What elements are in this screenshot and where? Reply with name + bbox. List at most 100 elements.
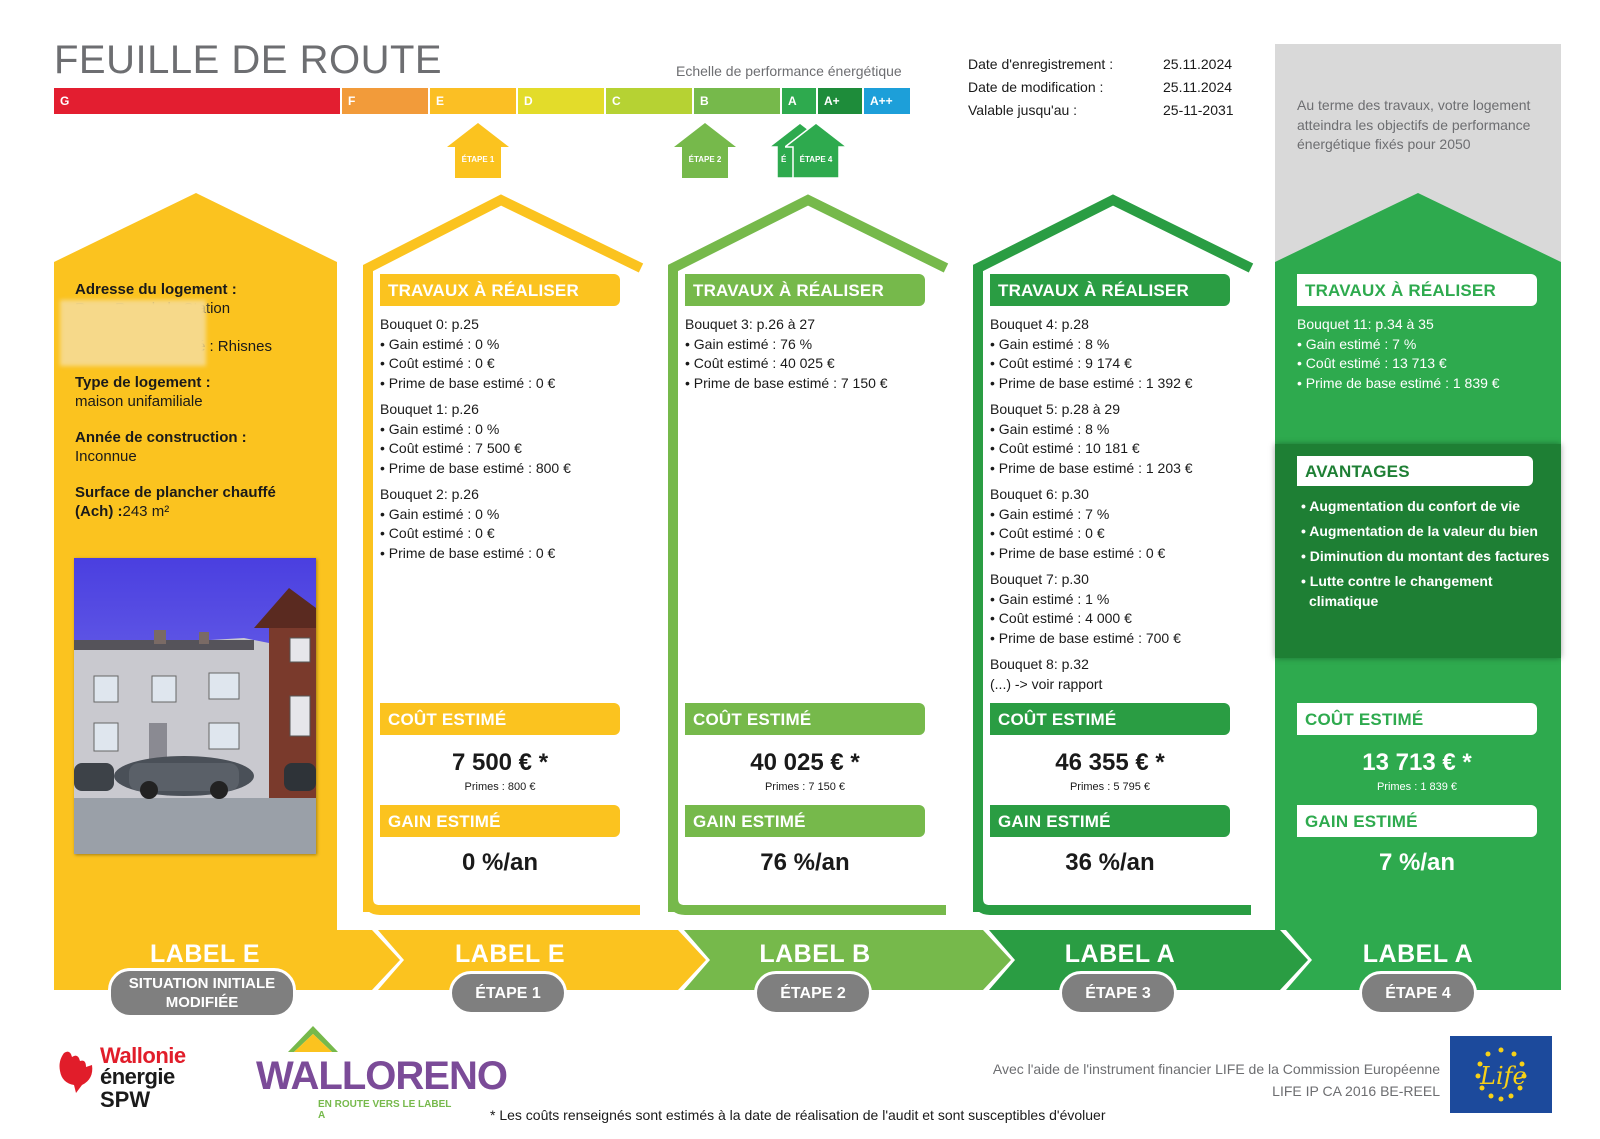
avantage-item: • Augmentation du confort de vie [1301, 498, 1521, 514]
etape-3-gain-value: 36 %/an [1065, 849, 1155, 876]
etape-4-primes: Primes : 1 839 € [1376, 781, 1458, 793]
etape-3-panel: TRAVAUX À RÉALISER Bouquet 4: p.28 • Gai… [990, 274, 1230, 701]
etape-4-cost-banner: COÛT ESTIMÉ [1297, 703, 1537, 735]
label-situation: LABEL E [150, 940, 260, 968]
scale-segment-b: B [694, 88, 782, 114]
bouquet-7: Bouquet 7: p.30 • Gain estimé : 1 % • Co… [990, 571, 1181, 646]
page-title: FEUILLE DE ROUTE [54, 38, 443, 82]
surface-label: Surface de plancher chauffé [75, 484, 276, 501]
marker-etape-1: ÉTAPE 1 [447, 123, 509, 178]
marker-etape-4: ÉTAPE 4 [785, 123, 847, 178]
etape-2-gain: GAIN ESTIMÉ 76 %/an [685, 805, 925, 877]
bouquet-5: Bouquet 5: p.28 à 29 • Gain estimé : 8 %… [990, 401, 1193, 476]
etape-2-primes: Primes : 7 150 € [764, 781, 846, 793]
bouquet-0: Bouquet 0: p.25 • Gain estimé : 0 % • Co… [380, 316, 556, 391]
scale-segment-g: G [54, 88, 342, 114]
band-etape-4 [1286, 930, 1561, 990]
date-valable-label: Valable jusqu'au : [968, 102, 1078, 118]
pill-etape-3: ÉTAPE 3 [1059, 971, 1177, 1015]
wallonie-energie-logo: Wallonie énergie SPW [56, 1045, 201, 1115]
etape-1-primes: Primes : 800 € [464, 781, 536, 793]
walloreno-roof-icon [288, 1026, 338, 1052]
bouquet-6: Bouquet 6: p.30 • Gain estimé : 7 % • Co… [990, 486, 1166, 561]
scale-segment-f: F [342, 88, 430, 114]
life-eu-logo: Life [1450, 1036, 1552, 1113]
etape-3-cost-value: 46 355 € * [1055, 749, 1165, 776]
etape-3-gain-banner: GAIN ESTIMÉ [990, 805, 1230, 837]
etape-2-cost: COÛT ESTIMÉ 40 025 € * Primes : 7 150 € [685, 703, 925, 793]
objective-text: Au terme des travaux, votre logement att… [1297, 97, 1531, 152]
walloreno-logo: WALLORENO EN ROUTE VERS LE LABEL A [256, 1026, 508, 1121]
bouquet-3: Bouquet 3: p.26 à 27 • Gain estimé : 76 … [685, 316, 888, 391]
etape-2-cost-banner: COÛT ESTIMÉ [685, 703, 925, 735]
scale-segment-d: D [518, 88, 606, 114]
etape-3-gain: GAIN ESTIMÉ 36 %/an [990, 805, 1230, 877]
house-etape-1 [363, 194, 644, 912]
scale-segment-a: A [782, 88, 818, 114]
marker-etape-2: ÉTAPE 2 [674, 123, 736, 178]
dates-block: Date d'enregistrement : 25.11.2024 Date d… [968, 53, 1234, 122]
avantage-item: • Diminution du montant des factures [1301, 548, 1550, 564]
scale-segment-c: C [606, 88, 694, 114]
house-etape-3 [973, 194, 1254, 912]
house-photo [74, 558, 316, 854]
etape-1-gain-banner: GAIN ESTIMÉ [380, 805, 620, 837]
etape-1-gain-value: 0 %/an [461, 849, 539, 876]
avantage-item: • Lutte contre le changement climatique [1301, 573, 1493, 609]
label-etape-1: LABEL E [455, 940, 565, 968]
avantages-box: AVANTAGES • Augmentation du confort de v… [1275, 444, 1561, 658]
house-etape-2 [668, 194, 949, 912]
etape-1-gain: GAIN ESTIMÉ 0 %/an [380, 805, 620, 877]
etape-3-cost: COÛT ESTIMÉ 46 355 € * Primes : 5 795 € [990, 703, 1230, 793]
bouquet-11: Bouquet 11: p.34 à 35 • Gain estimé : 7 … [1297, 316, 1500, 391]
label-etape-3: LABEL A [1064, 940, 1176, 968]
rooster-icon [59, 1051, 93, 1093]
etape-3-cost-banner: COÛT ESTIMÉ [990, 703, 1230, 735]
bouquet-2: Bouquet 2: p.26 • Gain estimé : 0 % • Co… [380, 486, 556, 561]
voir-rapport-link: (...) -> voir rapport [990, 675, 1103, 692]
etape-2-gain-banner: GAIN ESTIMÉ [685, 805, 925, 837]
etape-4-travaux-banner: TRAVAUX À RÉALISER [1297, 274, 1537, 306]
energy-scale: G F E D C B A A+ A++ [54, 88, 910, 114]
date-modification-label: Date de modification : [968, 79, 1104, 95]
pill-etape-4: ÉTAPE 4 [1359, 971, 1477, 1015]
etape-4-cost-value: 13 713 € * [1362, 749, 1472, 776]
date-valable: 25-11-2031 [1163, 102, 1234, 118]
type-value: maison unifamiliale [75, 393, 203, 410]
address-label: Adresse du logement : [75, 281, 237, 298]
etape-4-gain: GAIN ESTIMÉ 7 %/an [1297, 805, 1537, 877]
etape-4-gain-value: 7 %/an [1378, 849, 1456, 876]
etape-2-cost-value: 40 025 € * [750, 749, 860, 776]
pill-etape-1: ÉTAPE 1 [449, 971, 567, 1015]
etape-4-cost: COÛT ESTIMÉ 13 713 € * Primes : 1 839 € [1297, 703, 1537, 793]
scale-segment-e: E [430, 88, 518, 114]
type-label: Type de logement : [75, 374, 211, 391]
etape-1-travaux-banner: TRAVAUX À RÉALISER [380, 274, 620, 306]
surface-label-2: (Ach) : [75, 503, 123, 520]
etape-2-panel: TRAVAUX À RÉALISER Bouquet 3: p.26 à 27 … [685, 274, 925, 400]
avantage-item: • Augmentation de la valeur du bien [1301, 523, 1538, 539]
bouquet-1: Bouquet 1: p.26 • Gain estimé : 0 % • Co… [380, 401, 571, 476]
date-modification: 25.11.2024 [1163, 79, 1233, 95]
etape-1-cost-banner: COÛT ESTIMÉ [380, 703, 620, 735]
life-funding-text: Avec l'aide de l'instrument financier LI… [992, 1061, 1440, 1099]
eu-stars-icon [1475, 1047, 1527, 1102]
bouquet-4: Bouquet 4: p.28 • Gain estimé : 8 % • Co… [990, 316, 1193, 391]
avantages-title: AVANTAGES [1297, 456, 1533, 486]
label-etape-4: LABEL A [1362, 940, 1474, 968]
year-label: Année de construction : [75, 429, 247, 446]
etape-1-cost-value: 7 500 € * [451, 749, 549, 776]
etape-3-primes: Primes : 5 795 € [1069, 781, 1151, 793]
surface-value: 243 m² [122, 503, 170, 520]
footer-note: * Les coûts renseignés sont estimés à la… [490, 1107, 1106, 1123]
year-value: Inconnue [75, 448, 137, 465]
address-line-2: é : Rhisnes [196, 338, 272, 355]
bouquet-8: Bouquet 8: p.32 (...) -> voir rapport [990, 655, 1230, 694]
label-etape-2: LABEL B [759, 940, 871, 968]
etape-3-travaux-banner: TRAVAUX À RÉALISER [990, 274, 1230, 306]
etape-1-cost: COÛT ESTIMÉ 7 500 € * Primes : 800 € [380, 703, 620, 793]
scale-segment-a-plus-plus: A++ [864, 88, 910, 114]
date-enregistrement-label: Date d'enregistrement : [968, 56, 1114, 72]
address-redaction [60, 300, 206, 366]
etape-4-panel: TRAVAUX À RÉALISER Bouquet 11: p.34 à 35… [1297, 274, 1537, 400]
